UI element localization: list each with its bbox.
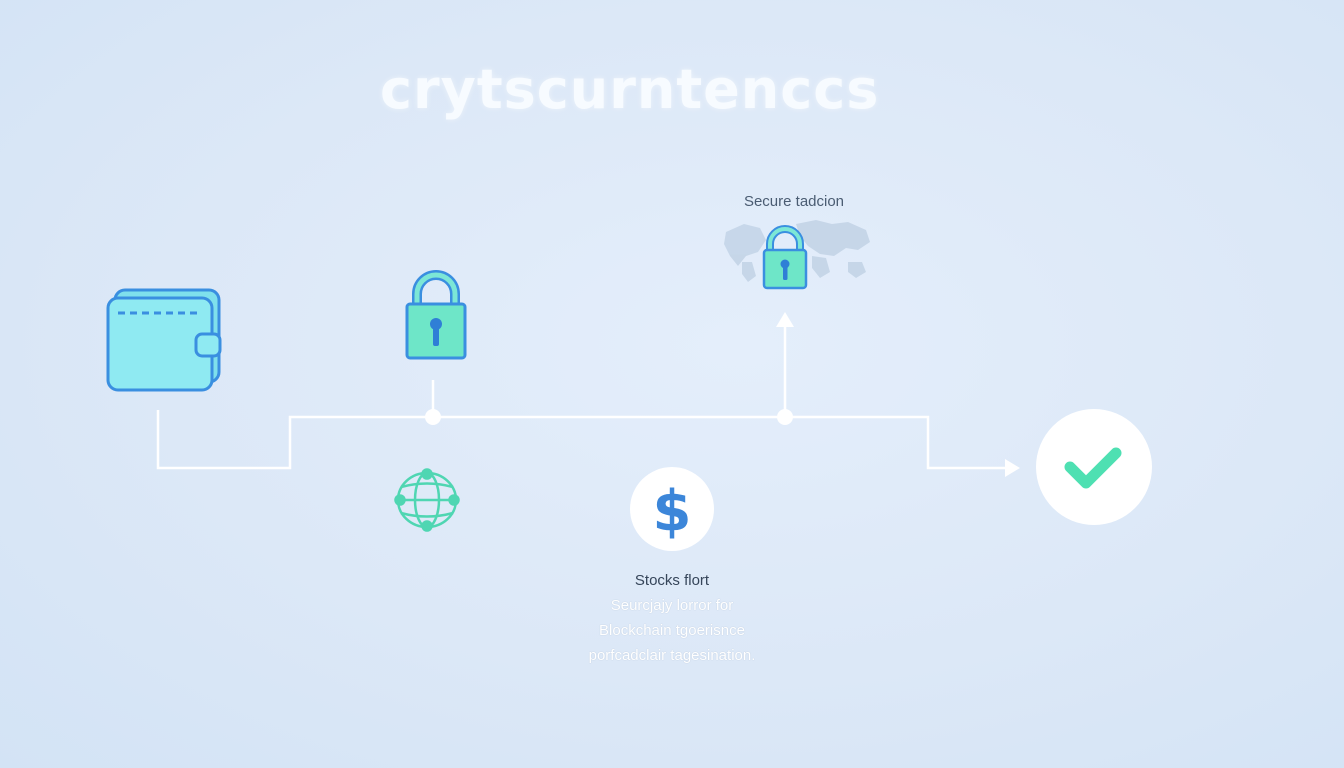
arrow-right-icon (1005, 459, 1020, 477)
description-block: Stocks flort Seurcjajy lorror for Blockc… (560, 568, 784, 668)
dollar-icon: $ (630, 467, 714, 551)
junction-node (777, 409, 793, 425)
page-title: crytscurntenccs (380, 58, 880, 121)
description-line: Blockchain tgoerisnce (599, 622, 745, 639)
description-line: porfcadclair tagesination. (588, 647, 756, 664)
stocks-flow-label: Stocks flort (634, 572, 710, 589)
flow-lines (156, 322, 1008, 470)
padlock-icon (762, 225, 808, 290)
arrow-up-icon (776, 312, 794, 327)
wallet-connector (156, 410, 1008, 470)
globe-network-icon (394, 468, 460, 532)
world-map-icon (724, 220, 870, 282)
description-line: Seurcjajy lorror for (610, 597, 734, 614)
check-icon (1036, 409, 1152, 525)
svg-text:$: $ (653, 479, 692, 544)
padlock-icon (405, 270, 467, 360)
junction-node (425, 409, 441, 425)
secure-transaction-label: Secure tadcion (743, 193, 845, 210)
wallet-icon (106, 288, 222, 392)
